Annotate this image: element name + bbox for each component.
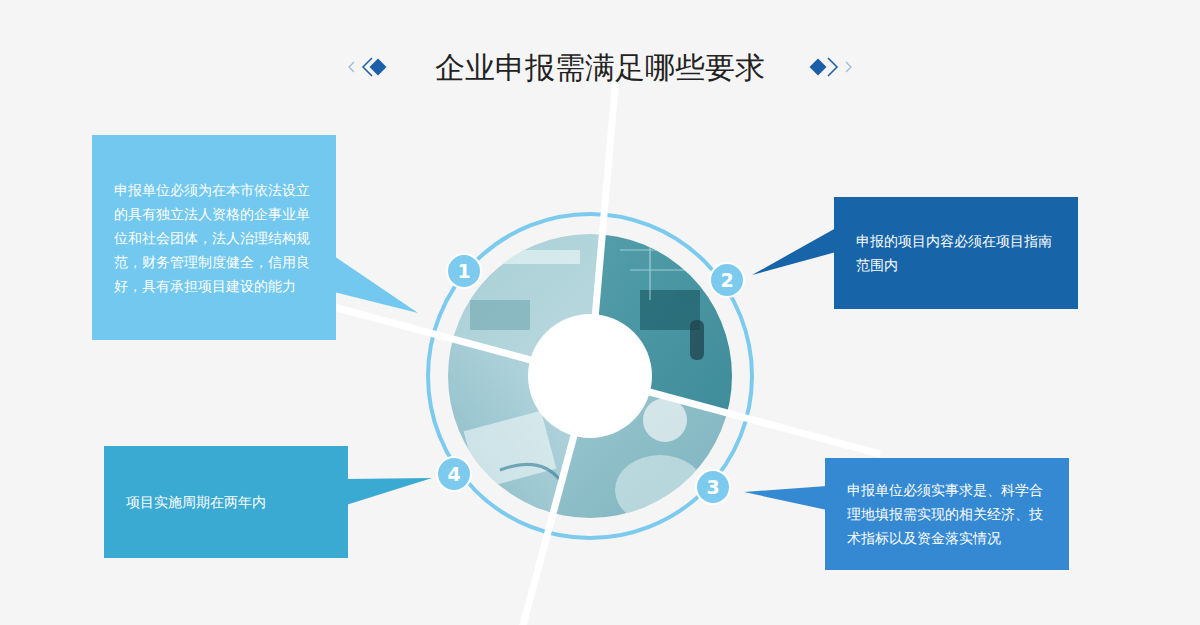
diagram-title: 企业申报需满足哪些要求 — [0, 48, 1200, 88]
photo-disc — [290, 60, 900, 625]
callout-tail — [744, 486, 827, 510]
segment-gap — [300, 77, 880, 625]
callout-number: 4 — [438, 458, 470, 490]
center-hole — [528, 314, 652, 438]
callout-tail — [334, 256, 418, 313]
callout-tail — [752, 228, 836, 275]
callout-box: 申报单位必须实事求是、科学合理地填报需实现的相关经济、技术指标以及资金落实情况 — [825, 458, 1069, 570]
callout-box: 申报单位必须为在本市依法设立的具有独立法人资格的企事业单位和社会团体，法人治理结… — [92, 135, 336, 340]
number-badge — [437, 254, 744, 504]
callout-text: 申报单位必须为在本市依法设立的具有独立法人资格的企事业单位和社会团体，法人治理结… — [114, 178, 318, 298]
callout-tail — [346, 478, 432, 505]
callout-text: 申报的项目内容必须在项目指南范围内 — [856, 229, 1064, 277]
callout-number: 1 — [448, 255, 480, 287]
callout-number: 3 — [697, 471, 729, 503]
callout-box: 申报的项目内容必须在项目指南范围内 — [834, 197, 1078, 309]
callout-text: 项目实施周期在两年内 — [126, 490, 334, 514]
callout-text: 申报单位必须实事求是、科学合理地填报需实现的相关经济、技术指标以及资金落实情况 — [847, 478, 1053, 550]
callout-box: 项目实施周期在两年内 — [104, 446, 348, 558]
callout-number: 2 — [711, 264, 743, 296]
